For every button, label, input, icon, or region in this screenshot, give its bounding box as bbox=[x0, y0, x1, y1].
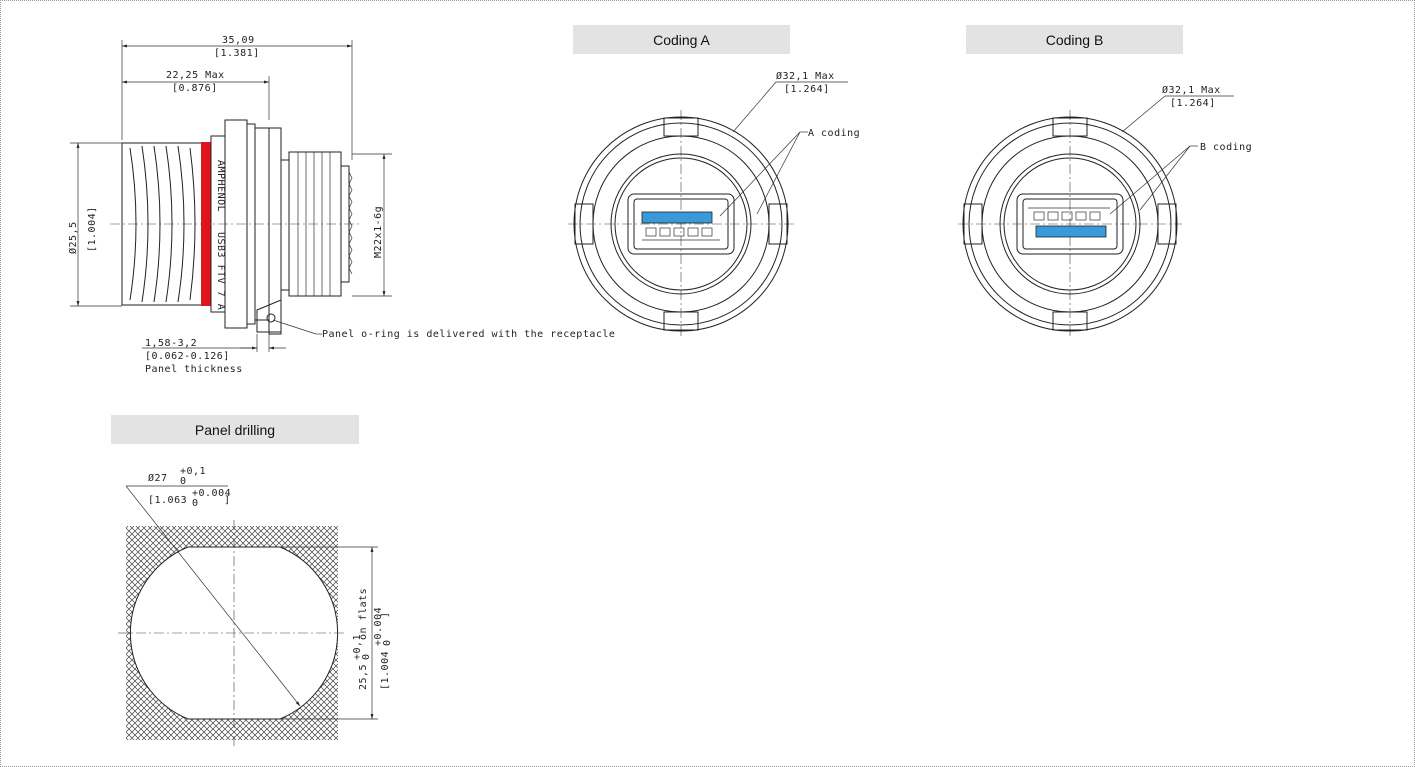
diameter-dim: Ø25,5 bbox=[67, 221, 79, 254]
drill-diameter-tol-upper: +0,1 bbox=[180, 466, 206, 477]
max-length-dim-in: [0.876] bbox=[172, 83, 218, 94]
coding-b-view: Ø32,1 Max [1.264] B coding bbox=[958, 84, 1252, 338]
coding-a-view: Ø32,1 Max [1.264] A coding bbox=[568, 70, 860, 338]
coding-b-diameter: Ø32,1 Max bbox=[1162, 84, 1221, 96]
coding-b-diameter-in: [1.264] bbox=[1170, 98, 1216, 109]
drill-flats-in-tol-upper: +0.004 bbox=[373, 607, 384, 646]
diameter-dim-in: [1.004] bbox=[87, 206, 98, 252]
oring-note: Panel o-ring is delivered with the recep… bbox=[322, 329, 615, 340]
max-length-dim: 22,25 Max bbox=[166, 70, 225, 81]
panel-thickness-dim: 1,58-3,2 bbox=[145, 338, 197, 349]
drill-diameter-in-tol-lower: 0 bbox=[192, 498, 199, 509]
drill-diameter-tol-lower: 0 bbox=[180, 476, 187, 487]
drill-flats: 25,5 bbox=[358, 664, 369, 690]
side-view: AMPHENOL USB3 FTV 7 A 35,09 bbox=[67, 35, 615, 375]
coding-b-label: B coding bbox=[1200, 142, 1252, 153]
drill-flats-tol-lower: 0 bbox=[361, 653, 372, 660]
drill-diameter-in: [1.063 bbox=[148, 495, 187, 506]
drill-diameter-in-tol-upper: +0.004 bbox=[192, 488, 231, 499]
drill-diameter: Ø27 bbox=[148, 472, 168, 484]
drill-flats-in: [1.004 bbox=[380, 651, 391, 690]
coding-b-usb-tongue bbox=[1035, 225, 1107, 238]
coding-a-diameter: Ø32,1 Max bbox=[776, 70, 835, 82]
thread-dim: M22x1-6g bbox=[373, 206, 384, 258]
drill-diameter-in-close: ] bbox=[224, 495, 231, 506]
panel-thickness-dim-in: [0.062-0.126] bbox=[145, 351, 230, 362]
panel-drilling-view: Ø27 +0,1 0 [1.063 +0.004 0 ] 25,5 +0,1 0… bbox=[118, 466, 393, 746]
drill-flats-tol-upper: +0,1 bbox=[352, 634, 363, 660]
coding-a-diameter-in: [1.264] bbox=[784, 84, 830, 95]
overall-length-dim-in: [1.381] bbox=[214, 48, 260, 59]
coding-a-usb-tongue bbox=[641, 211, 713, 224]
header-coding-b: Coding B bbox=[966, 25, 1183, 54]
panel-hatch bbox=[126, 526, 338, 740]
drill-flats-in-close: ] bbox=[380, 611, 391, 618]
drill-flats-in-tol-lower: 0 bbox=[382, 639, 393, 646]
overall-length-dim: 35,09 bbox=[222, 35, 255, 46]
header-coding-a: Coding A bbox=[573, 25, 790, 54]
header-panel-drilling: Panel drilling bbox=[111, 415, 359, 444]
amphenol-marking: AMPHENOL bbox=[215, 160, 226, 212]
oring-band bbox=[201, 142, 211, 306]
rear-threaded-body bbox=[280, 151, 353, 297]
panel-thickness-label: Panel thickness bbox=[145, 364, 243, 375]
drill-flats-suffix: on flats bbox=[358, 588, 369, 640]
model-marking: USB3 FTV 7 A bbox=[215, 232, 226, 310]
coding-a-label: A coding bbox=[808, 128, 860, 139]
flange bbox=[224, 119, 282, 335]
